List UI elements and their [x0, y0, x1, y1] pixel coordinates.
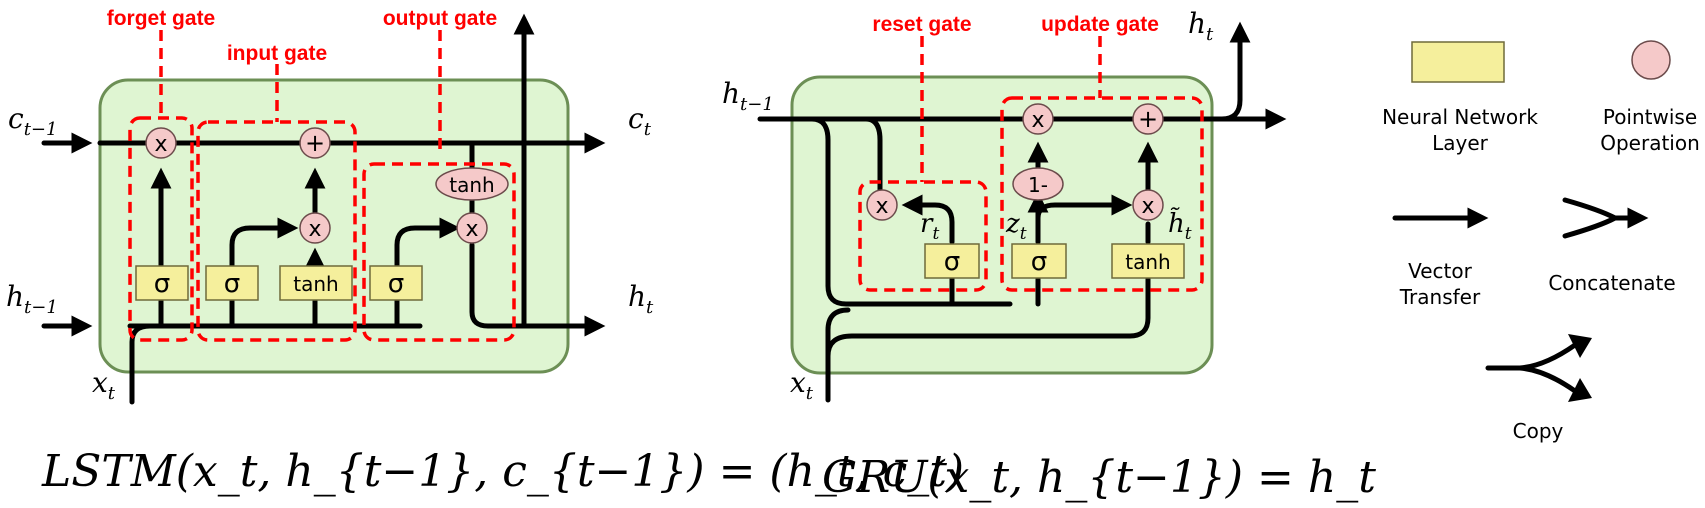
legend: Neural Network Layer Pointwise Operation…	[1382, 40, 1700, 443]
svg-text:tanh: tanh	[449, 173, 494, 197]
svg-text:σ: σ	[388, 269, 404, 299]
lstm-input-gate-label: input gate	[227, 42, 327, 65]
gru-htilde-label: h̃t	[1168, 207, 1192, 244]
lstm-forget-gate-region	[128, 116, 194, 342]
gru-z-label: zt	[1005, 209, 1027, 244]
svg-text:1-: 1-	[1028, 173, 1048, 197]
gru-htilde-mul: x	[1132, 189, 1164, 221]
gru-update-sigma-layer: σ	[1011, 243, 1067, 279]
legend-copy-arrow-top	[1568, 334, 1592, 358]
gru-tanh-layer: tanh	[1111, 243, 1185, 279]
gru-reset-gate-label: reset gate	[872, 13, 971, 36]
svg-text:σ: σ	[154, 269, 170, 299]
svg-text:σ: σ	[1031, 247, 1047, 277]
gru-reset-sigma-to-mul	[901, 194, 955, 245]
gru-gate-groups	[858, 36, 1204, 292]
lstm-forget-mul: x	[145, 127, 177, 159]
gru-h-out-label: ht	[1188, 7, 1214, 45]
legend-copy-label: Copy	[1513, 419, 1564, 443]
legend-layer-label-line2: Layer	[1432, 131, 1489, 155]
gru-equation: GRU(x_t, h_{t−1}) = h_t	[822, 452, 1376, 503]
lstm-input-sigma-layer: σ	[205, 265, 259, 301]
legend-layer-swatch	[1411, 41, 1505, 83]
svg-text:x: x	[465, 217, 478, 242]
svg-text:+: +	[1138, 105, 1158, 133]
svg-text:x: x	[1031, 108, 1044, 133]
gru-update-gate-region	[1000, 96, 1204, 292]
lstm-output-sigma-layer: σ	[369, 265, 423, 301]
legend-pointwise-swatch	[1631, 40, 1671, 80]
svg-text:tanh: tanh	[1125, 250, 1170, 274]
lstm-c-prev-label: ct−1	[8, 102, 57, 140]
svg-text:x: x	[875, 194, 888, 219]
svg-text:x: x	[1141, 194, 1154, 219]
lstm-tanh-layer: tanh	[279, 265, 353, 301]
gru-diagram: reset gate update gate x x + 1- x σ σ	[722, 7, 1376, 503]
gru-h-prev-label: ht−1	[722, 77, 774, 115]
lstm-x-label: xt	[92, 366, 116, 404]
svg-text:x: x	[308, 217, 321, 242]
legend-vector-transfer-line1: Vector	[1408, 259, 1473, 283]
svg-text:+: +	[305, 129, 325, 157]
lstm-forget-sigma-layer: σ	[135, 265, 189, 301]
lstm-wires	[41, 13, 606, 405]
lstm-output-tanh: tanh	[435, 167, 509, 201]
svg-text:x: x	[154, 132, 167, 157]
lstm-equation: LSTM(x_t, h_{t−1}, c_{t−1}) = (h_t, c_t)	[41, 446, 964, 497]
legend-copy-shape	[1485, 342, 1578, 394]
legend-concatenate-shape	[1562, 197, 1640, 239]
lstm-output-gate-region	[362, 162, 516, 342]
lstm-add: +	[299, 127, 331, 159]
legend-layer-label-line1: Neural Network	[1382, 105, 1538, 129]
svg-text:σ: σ	[944, 247, 960, 277]
lstm-h-prev-label: ht−1	[6, 280, 58, 318]
gru-update-mul: x	[1022, 103, 1054, 135]
lstm-forget-gate-label: forget gate	[107, 7, 216, 30]
legend-vector-transfer-line2: Transfer	[1399, 285, 1481, 309]
lstm-diagram: forget gate input gate output gate x + x…	[6, 7, 964, 497]
gru-ht-up-arrow	[1219, 21, 1251, 122]
lstm-input-gate-region	[196, 120, 357, 342]
lstm-input-mul: x	[299, 212, 331, 244]
gru-x-input	[825, 307, 851, 403]
lstm-input-sigma-wire	[229, 217, 299, 329]
lstm-output-mul: x	[456, 212, 488, 244]
gru-x-label: xt	[790, 366, 814, 404]
gru-reset-gate-region	[858, 180, 988, 292]
lstm-c-out-label: ct	[628, 102, 652, 140]
legend-copy-arrow-bottom	[1568, 378, 1592, 402]
legend-concatenate-label: Concatenate	[1548, 271, 1675, 295]
gru-one-minus: 1-	[1012, 167, 1064, 201]
legend-pointwise-label-line2: Operation	[1600, 131, 1700, 155]
svg-text:σ: σ	[224, 269, 240, 299]
lstm-gate-groups	[128, 30, 516, 342]
gru-h-branch-left	[809, 116, 1013, 307]
lstm-output-mul-down	[469, 242, 523, 329]
gru-update-to-htilde-mul	[1035, 194, 1133, 221]
lstm-output-sigma-wire	[394, 217, 461, 329]
gru-update-gate-label: update gate	[1041, 13, 1159, 36]
gru-add: +	[1132, 103, 1164, 135]
gru-x-to-tanh	[825, 275, 1151, 359]
lstm-x-input	[129, 323, 153, 405]
lstm-h-out-label: ht	[628, 280, 654, 318]
svg-text:tanh: tanh	[293, 272, 338, 296]
lstm-output-gate-label: output gate	[383, 7, 497, 30]
gru-r-label: rt	[920, 209, 939, 244]
legend-pointwise-label-line1: Pointwise	[1603, 105, 1697, 129]
gru-h-branch-reset	[863, 116, 883, 217]
gru-reset-sigma-layer: σ	[924, 243, 980, 279]
gru-reset-mul: x	[866, 189, 898, 221]
